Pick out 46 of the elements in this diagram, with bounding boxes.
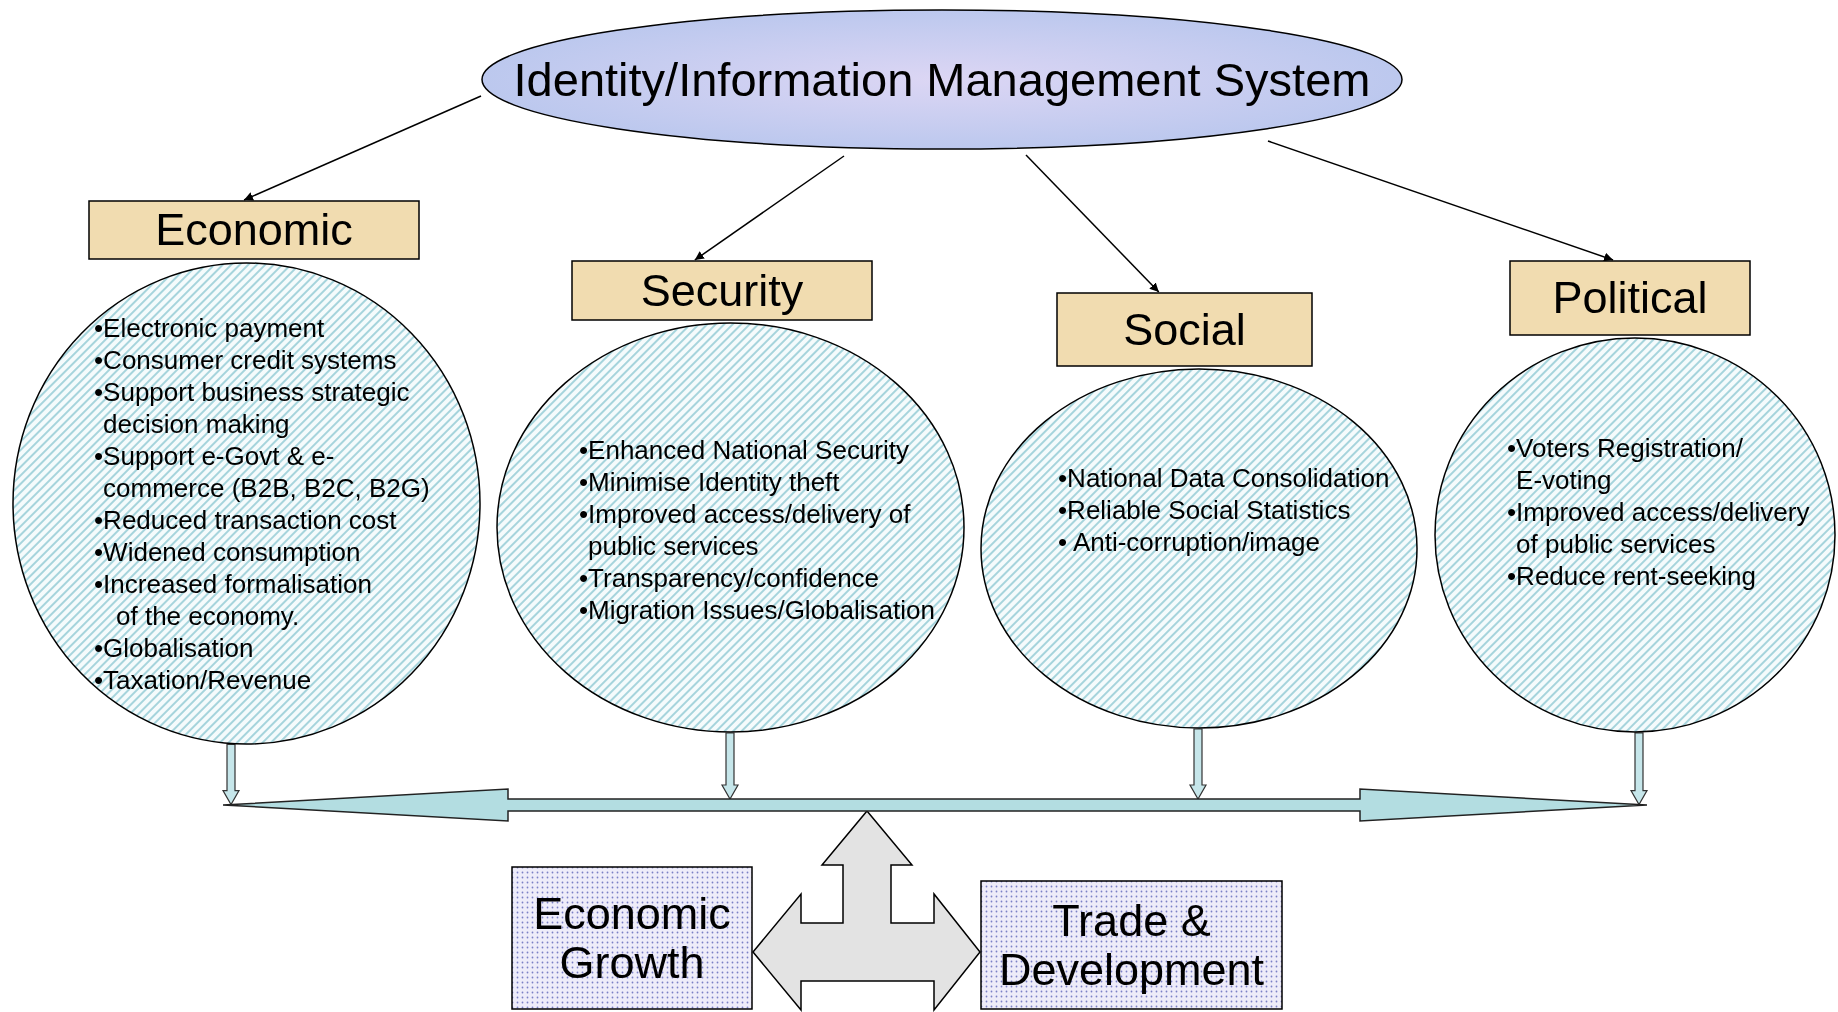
outcome-box [980,880,1283,1010]
outcome-box [511,866,753,1010]
bullet-item: •Improved access/delivery of public services [579,498,912,562]
bullet-item: •Reduced transaction cost [94,504,398,536]
bullet-item: •Increased formalisation [94,568,373,600]
bullet-circle [12,262,481,745]
bullet-item: •Minimise Identity theft [579,466,841,498]
category-header [88,200,420,260]
bullet-item: •Consumer credit systems [94,344,398,376]
double-headed-block-arrow [223,789,1647,821]
block-arrow [221,743,241,806]
arrow [1267,140,1614,262]
bullet-item: •Globalisation [94,632,255,664]
node-title: Security [640,265,804,316]
bullet-item: •Migration Issues/Globalisation [579,594,936,626]
bullet-circle [1434,337,1836,733]
bullet-item: •Support e-Govt & e- commerce (B2B, B2C, B2G) [94,440,431,504]
node-title: Trade & Development [997,895,1266,995]
node-title: Political [1552,273,1708,323]
block-arrow [1629,732,1649,806]
bullet-item: •Transparency/confidence [579,562,881,594]
arrow [243,95,482,201]
bullet-item: •Reliable Social Statistics [1058,494,1352,526]
bullet-item: •Enhanced National Security [579,434,910,466]
bullet-item: •Taxation/Revenue [94,664,313,696]
bullet-item: •Widened consumption [94,536,362,568]
bullet-item: of the economy. [116,600,301,632]
block-arrow [720,732,740,801]
bullet-item: • Anti-corruption/image [1058,526,1322,558]
category-header [1509,260,1751,336]
block-arrow [1188,728,1208,801]
category-header [571,260,873,321]
arrow [1025,154,1160,293]
node-title: Identity/Information Management System [513,53,1371,106]
bullet-circle [496,322,965,733]
category-header [1056,292,1313,367]
node-title: Economic Growth [532,888,732,988]
bullet-item: •Electronic payment [94,312,326,344]
bullet-circle [980,368,1418,729]
bullet-item: •National Data Consolidation [1058,462,1391,494]
system-ellipse [481,9,1403,150]
bullet-item: •Reduce rent-seeking [1507,560,1758,592]
node-title: Social [1123,304,1246,355]
three-way-block-arrow [752,809,981,1012]
node-title: Economic [155,205,353,255]
arrow [694,155,845,261]
